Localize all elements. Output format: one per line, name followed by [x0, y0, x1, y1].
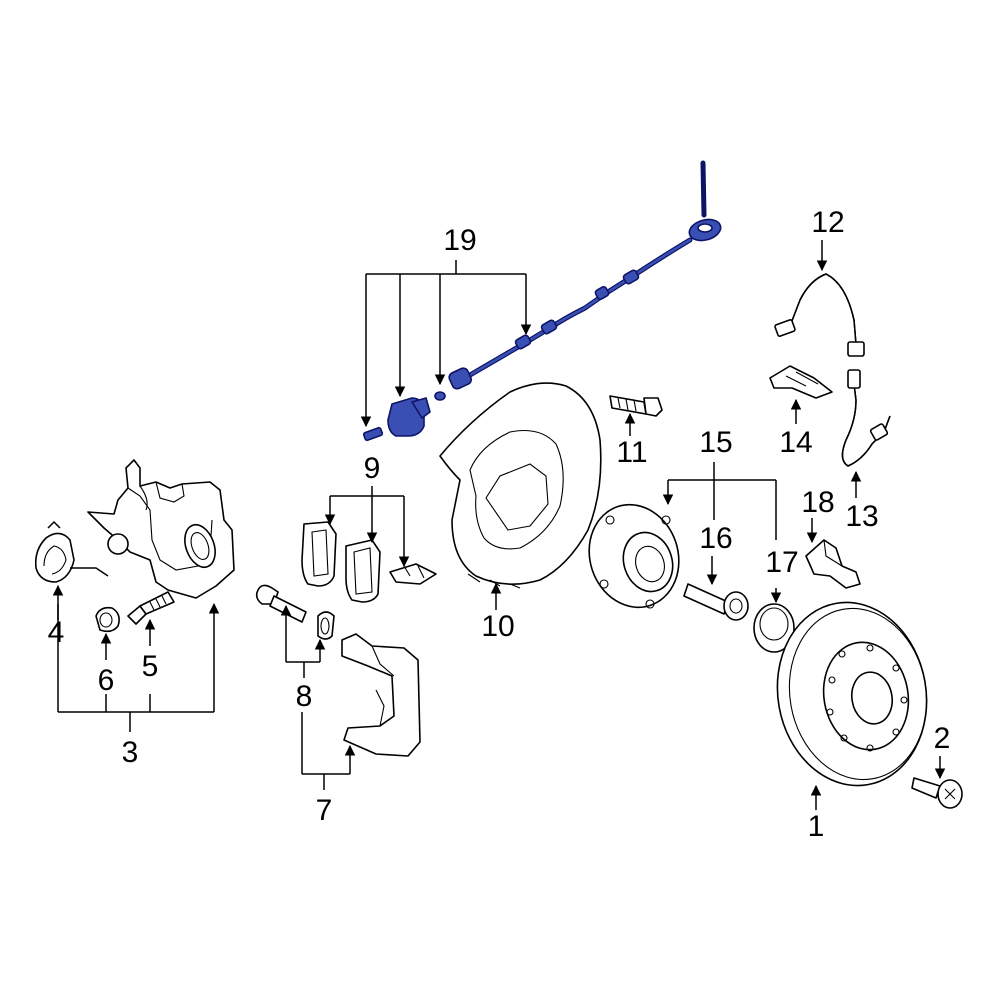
callout-17: 17: [765, 546, 798, 579]
part-11-bolt[interactable]: [609, 395, 663, 417]
callout-4: 4: [48, 616, 65, 649]
part-13-brake-line[interactable]: [841, 369, 891, 467]
callout-10: 10: [481, 610, 514, 643]
callout-19: 19: [443, 224, 476, 257]
callout-8: 8: [296, 680, 313, 713]
part-18-bracket[interactable]: [805, 539, 861, 589]
callout-12: 12: [811, 206, 844, 239]
callout-14: 14: [779, 426, 812, 459]
callout-11: 11: [616, 436, 647, 469]
part-19-speed-sensor[interactable]: [362, 160, 723, 442]
callout-3: 3: [122, 736, 139, 769]
part-16-hub-bolt[interactable]: [683, 583, 749, 621]
callout-9: 9: [364, 452, 381, 485]
callout-13: 13: [845, 500, 878, 533]
part-10-dust-shield[interactable]: [439, 382, 602, 589]
part-8-guide-pin[interactable]: [255, 584, 335, 640]
callout-labels: 1 2 3 4 5 6 7 8 9 10 11 12 13 14 15 16 1…: [48, 206, 951, 843]
part-1-brake-rotor[interactable]: [763, 591, 941, 798]
part-12-brake-hose[interactable]: [774, 273, 865, 357]
part-6-dust-cap[interactable]: [95, 606, 120, 633]
part-2-rotor-screw[interactable]: [911, 777, 963, 809]
callout-15: 15: [699, 426, 732, 459]
callout-1: 1: [808, 810, 825, 843]
callout-18: 18: [801, 486, 834, 519]
leader-lines: [52, 240, 946, 810]
part-4-spring-clip[interactable]: [34, 520, 109, 583]
callout-5: 5: [142, 650, 159, 683]
part-9-brake-pads[interactable]: [301, 521, 437, 603]
part-3-caliper[interactable]: [87, 459, 235, 599]
part-5-bleeder-screw[interactable]: [127, 591, 175, 625]
callout-16: 16: [699, 522, 732, 555]
callout-6: 6: [98, 664, 115, 697]
callout-7: 7: [316, 794, 333, 827]
part-15-hub[interactable]: [576, 493, 692, 619]
part-7-caliper-bracket[interactable]: [341, 633, 421, 757]
callout-2: 2: [934, 722, 951, 755]
part-17-hub-cap[interactable]: [753, 603, 795, 653]
part-14-bracket-clip[interactable]: [769, 365, 833, 399]
